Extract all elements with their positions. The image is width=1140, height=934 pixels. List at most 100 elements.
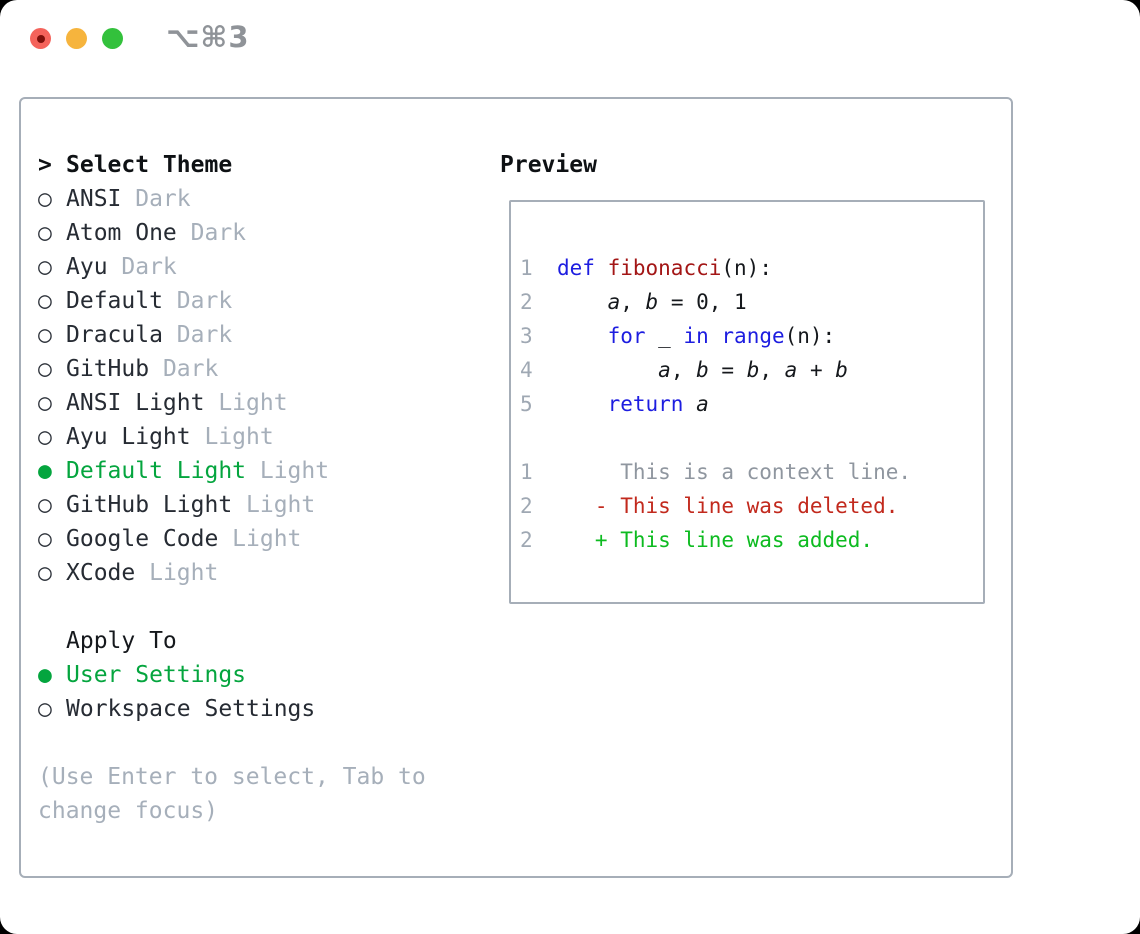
- theme-name: Default: [66, 288, 163, 314]
- theme-tag: Light: [149, 560, 219, 586]
- theme-option-ayu-dark[interactable]: ○ Ayu Dark: [38, 250, 452, 284]
- radio-icon: ○: [38, 696, 52, 722]
- theme-tag: Light: [259, 458, 330, 484]
- code-token: b: [696, 358, 709, 382]
- diff-deleted-line: 2 - This line was deleted.: [520, 489, 983, 523]
- line-number: 2: [520, 528, 533, 552]
- radio-selected-icon: ●: [38, 662, 52, 688]
- code-token: fibonacci: [607, 256, 722, 280]
- radio-icon: ○: [38, 220, 52, 246]
- select-theme-title: Select Theme: [66, 152, 233, 178]
- code-token: return: [607, 392, 684, 416]
- titlebar: ⌥⌘3: [0, 0, 1140, 78]
- preview-header: Preview: [500, 152, 597, 178]
- code-token: in: [683, 324, 709, 348]
- diff-added-line: 2 + This line was added.: [520, 523, 983, 557]
- radio-icon: ○: [38, 526, 52, 552]
- theme-option-atom-one[interactable]: ○ Atom One Dark: [38, 216, 452, 250]
- code-token: [595, 256, 608, 280]
- theme-name: ANSI Light: [66, 390, 205, 416]
- code-line: 4 a, b = b, a + b: [520, 353, 983, 387]
- code-token: [557, 290, 608, 314]
- zoom-button[interactable]: [102, 28, 123, 49]
- apply-to-user-settings[interactable]: ● User Settings: [38, 658, 452, 692]
- window-title: ⌥⌘3: [166, 20, 250, 54]
- apply-to-workspace-settings[interactable]: ○ Workspace Settings: [38, 692, 452, 726]
- code-line: 2 a, b = 0, 1: [520, 285, 983, 319]
- radio-icon: ○: [38, 390, 52, 416]
- line-number: 3: [520, 324, 533, 348]
- theme-tag: Dark: [190, 220, 247, 246]
- blank-line: [520, 421, 983, 455]
- theme-tag: Dark: [121, 254, 177, 280]
- theme-name: Ayu Light: [66, 424, 191, 450]
- code-token: +: [797, 358, 836, 382]
- line-number: 5: [520, 392, 533, 416]
- code-token: ,: [670, 358, 697, 382]
- line-number: 1: [520, 256, 533, 280]
- code-token: (n):: [784, 324, 836, 348]
- theme-name: Atom One: [66, 220, 177, 246]
- radio-icon: ○: [38, 288, 52, 314]
- code-token: [557, 324, 608, 348]
- theme-name: GitHub Light: [66, 492, 233, 518]
- code-token: for: [607, 324, 646, 348]
- close-button[interactable]: [30, 28, 51, 49]
- apply-to-label: Workspace Settings: [66, 696, 316, 722]
- diff-context-line: 1 This is a context line.: [520, 455, 983, 489]
- code-token: a: [696, 392, 709, 416]
- radio-icon: ○: [38, 254, 52, 280]
- line-number: 4: [520, 358, 533, 382]
- line-number: 2: [520, 290, 533, 314]
- apply-to-header: Apply To: [66, 628, 177, 654]
- code-token: a: [784, 358, 798, 382]
- code-token: [557, 358, 658, 382]
- code-token: =: [708, 358, 747, 382]
- radio-selected-icon: ●: [38, 458, 52, 484]
- theme-tag: Dark: [176, 288, 233, 314]
- code-token: b: [835, 358, 848, 382]
- theme-tag: Dark: [176, 322, 233, 348]
- radio-icon: ○: [38, 356, 52, 382]
- theme-option-dracula[interactable]: ○ Dracula Dark: [38, 318, 452, 352]
- select-theme-header: >Select Theme: [38, 148, 452, 182]
- theme-tag: Light: [218, 390, 288, 416]
- code-token: [709, 324, 722, 348]
- theme-tag: Light: [204, 424, 274, 450]
- radio-icon: ○: [38, 424, 52, 450]
- minimize-button[interactable]: [66, 28, 87, 49]
- radio-icon: ○: [38, 492, 52, 518]
- theme-option-default-dark[interactable]: ○ Default Dark: [38, 284, 452, 318]
- code-token: a: [658, 358, 671, 382]
- code-token: a: [607, 290, 621, 314]
- help-text: (Use Enter to select, Tab to change focu…: [38, 764, 426, 824]
- code-token: [557, 392, 608, 416]
- radio-icon: ○: [38, 560, 52, 586]
- theme-name: ANSI: [66, 186, 122, 212]
- diff-deleted-text: - This line was deleted.: [557, 494, 899, 518]
- theme-option-ayu-light[interactable]: ○ Ayu Light Light: [38, 420, 452, 454]
- code-token: = 0, 1: [658, 290, 747, 314]
- theme-name: XCode: [66, 560, 136, 586]
- code-token: range: [721, 324, 785, 348]
- apply-to-label: User Settings: [66, 662, 247, 688]
- theme-tag: Dark: [135, 186, 191, 212]
- code-token: b: [645, 290, 659, 314]
- code-line: 5 return a: [520, 387, 983, 421]
- theme-name: Ayu: [66, 254, 108, 280]
- theme-name: Dracula: [66, 322, 163, 348]
- theme-option-xcode[interactable]: ○ XCode Light: [38, 556, 452, 590]
- theme-name: GitHub: [66, 356, 150, 382]
- code-token: _: [645, 324, 684, 348]
- radio-icon: ○: [38, 322, 52, 348]
- close-dot-icon: [37, 35, 45, 43]
- theme-option-ansi-light[interactable]: ○ ANSI Light Light: [38, 386, 452, 420]
